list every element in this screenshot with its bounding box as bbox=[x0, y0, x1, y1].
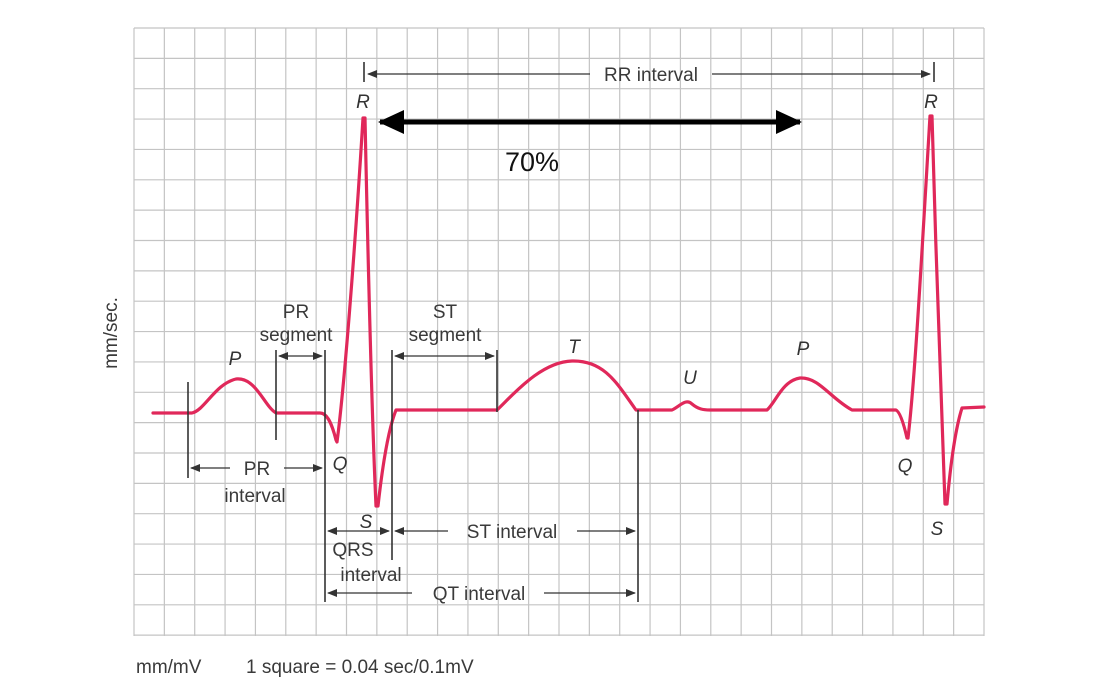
wave-label-s1: S bbox=[360, 512, 373, 533]
pr-interval-label-line2: interval bbox=[224, 486, 285, 507]
percentage-arrow: 70% bbox=[378, 110, 802, 177]
wave-label-q1: Q bbox=[333, 454, 348, 475]
ecg-trace bbox=[151, 114, 986, 508]
boundary-markers bbox=[187, 62, 935, 602]
st-segment-label-line1: ST bbox=[433, 302, 458, 323]
pr-interval-dimension: PR interval bbox=[190, 459, 323, 507]
ecg-grid bbox=[133, 27, 985, 636]
qrs-interval-label-line1: QRS bbox=[332, 540, 373, 561]
st-segment-dimension: ST segment bbox=[394, 302, 495, 360]
rr-interval-dimension: RR interval bbox=[367, 65, 931, 86]
wave-label-u: U bbox=[683, 368, 697, 389]
st-interval-dimension: ST interval bbox=[394, 522, 636, 543]
qrs-interval-dimension: QRS interval bbox=[327, 527, 402, 586]
pr-segment-label-line1: PR bbox=[283, 302, 309, 323]
qt-interval-dimension: QT interval bbox=[327, 584, 636, 605]
st-interval-label: ST interval bbox=[467, 522, 557, 543]
pr-interval-label-line1: PR bbox=[244, 459, 270, 480]
st-segment-label-line2: segment bbox=[409, 325, 483, 346]
percent-label: 70% bbox=[505, 147, 559, 177]
wave-label-r2: R bbox=[924, 92, 938, 113]
wave-label-p2: P bbox=[797, 339, 810, 360]
wave-label-p1: P bbox=[229, 349, 242, 370]
scale-unit-label: mm/mV bbox=[136, 657, 202, 678]
wave-labels: P R Q S T U P R Q S bbox=[229, 92, 944, 540]
rr-interval-label: RR interval bbox=[604, 65, 698, 86]
qrs-interval-label-line2: interval bbox=[340, 565, 401, 586]
wave-label-s2: S bbox=[931, 519, 944, 540]
wave-label-r1: R bbox=[356, 92, 370, 113]
qt-interval-label: QT interval bbox=[433, 584, 526, 605]
wave-label-t: T bbox=[568, 337, 581, 358]
wave-label-q2: Q bbox=[898, 456, 913, 477]
square-scale-label: 1 square = 0.04 sec/0.1mV bbox=[246, 657, 474, 678]
pr-segment-label-line2: segment bbox=[260, 325, 334, 346]
pr-segment-dimension: PR segment bbox=[260, 302, 334, 360]
y-axis-label: mm/sec. bbox=[101, 297, 122, 369]
